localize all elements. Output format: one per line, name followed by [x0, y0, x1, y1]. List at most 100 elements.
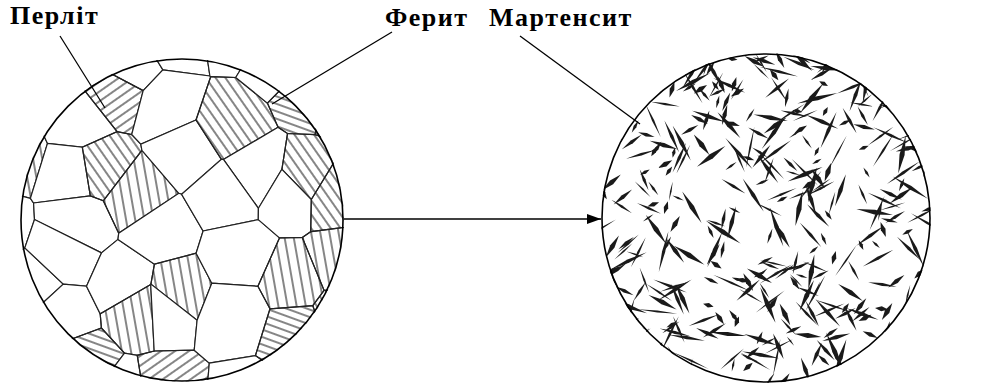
martensite-needle — [832, 251, 837, 264]
martensite-needle — [812, 282, 820, 301]
martensite-needle — [628, 371, 655, 387]
martensite-needle — [908, 346, 927, 363]
martensite-needle — [611, 200, 632, 214]
martensite-needle — [627, 251, 644, 257]
martensite-needle — [860, 60, 877, 86]
martensite-needle — [756, 290, 785, 312]
martensite-needle — [766, 373, 775, 386]
martensite-needle — [721, 208, 725, 229]
martensite-needle — [619, 339, 634, 354]
martensite-needle — [834, 374, 852, 383]
martensite-needle — [672, 352, 708, 369]
martensite-needle — [626, 150, 656, 159]
martensite-needle — [818, 355, 830, 366]
martensite-needle — [708, 226, 714, 238]
martensite-needle — [646, 104, 661, 137]
martensite-needle — [652, 142, 661, 156]
martensite-needle — [631, 237, 646, 267]
martensite-needle — [743, 273, 753, 291]
martensite-needle — [787, 336, 794, 345]
martensite-needle — [606, 236, 619, 258]
martensite-needle — [903, 146, 942, 159]
martensite-needle — [797, 93, 837, 103]
martensite-needle — [744, 334, 777, 345]
martensite-needle — [829, 192, 836, 215]
martensite-needle — [825, 210, 832, 219]
martensite-needle — [636, 45, 649, 67]
martensite-needle — [907, 101, 923, 110]
martensite-needle — [707, 232, 722, 267]
martensite-needle — [858, 106, 868, 125]
martensite-needle — [921, 207, 935, 211]
martensite-needle — [884, 344, 899, 370]
martensite-needle — [619, 329, 650, 349]
ferrite-grain — [277, 361, 340, 387]
martensite-needle — [883, 354, 896, 375]
ferrite-grain — [0, 369, 55, 387]
martensite-needle — [586, 50, 619, 70]
martensite-needle — [704, 39, 715, 76]
ferrite-grain — [0, 309, 45, 382]
martensite-needle — [814, 147, 819, 156]
martensite-needle — [673, 53, 682, 72]
martensite-needle — [924, 128, 937, 138]
martensite-needle — [806, 115, 838, 129]
martensite-needle — [646, 215, 667, 244]
martensite-needle — [659, 231, 669, 272]
structure-label: Ферит — [385, 4, 469, 33]
martensite-needle — [902, 229, 913, 235]
martensite-needle — [660, 329, 691, 337]
martensite-needle — [923, 61, 936, 85]
martensite-needle — [856, 209, 893, 215]
martensite-needle — [892, 361, 910, 387]
martensite-needle — [774, 264, 808, 273]
martensite-needle — [892, 340, 908, 364]
pearlite-grain — [313, 288, 370, 353]
structure-label: Мартенсит — [489, 4, 633, 33]
ferrite-grain — [0, 73, 45, 136]
martensite-needle — [641, 338, 648, 347]
martensite-needle — [919, 352, 928, 357]
martensite-needle — [821, 112, 837, 148]
martensite-needle — [859, 146, 869, 150]
martensite-needle — [922, 163, 933, 165]
martensite-needle — [835, 174, 846, 206]
martensite-needle — [746, 109, 755, 122]
martensite-needle — [910, 312, 924, 317]
martensite-needle — [868, 127, 894, 146]
martensite-needle — [629, 364, 647, 387]
martensite-needle — [781, 111, 808, 117]
martensite-needle — [614, 190, 632, 205]
martensite-needle — [835, 339, 847, 376]
martensite-needle — [919, 110, 929, 140]
martensite-needle — [837, 367, 843, 382]
leader-line — [60, 36, 105, 108]
martensite-needle — [621, 84, 661, 91]
martensite-needle — [628, 41, 644, 66]
martensite-needle — [864, 78, 889, 81]
martensite-needle — [799, 171, 821, 200]
martensite-needle — [885, 211, 905, 223]
martensite-needle — [873, 94, 887, 121]
martensite-needle — [608, 99, 623, 132]
martensite-needle — [633, 347, 646, 379]
martensite-needle — [885, 321, 890, 343]
martensite-needle — [880, 203, 906, 211]
martensite-needle — [726, 162, 737, 170]
martensite-needle — [789, 130, 802, 138]
martensite-needle — [907, 207, 937, 223]
martensite-needle — [780, 304, 791, 326]
martensite-needle — [626, 298, 634, 327]
martensite-needle — [716, 96, 719, 109]
martensite-needle — [880, 189, 902, 200]
leader-lines — [60, 32, 640, 124]
micrograph-circle: Мартенсит — [601, 53, 931, 383]
martensite-needle — [809, 246, 818, 254]
martensite-needle — [920, 350, 938, 382]
martensite-needle — [771, 77, 787, 102]
martensite-needle — [604, 138, 611, 149]
martensite-needle — [697, 146, 725, 167]
martensite-needle — [906, 52, 933, 64]
martensite-needle — [868, 282, 897, 286]
